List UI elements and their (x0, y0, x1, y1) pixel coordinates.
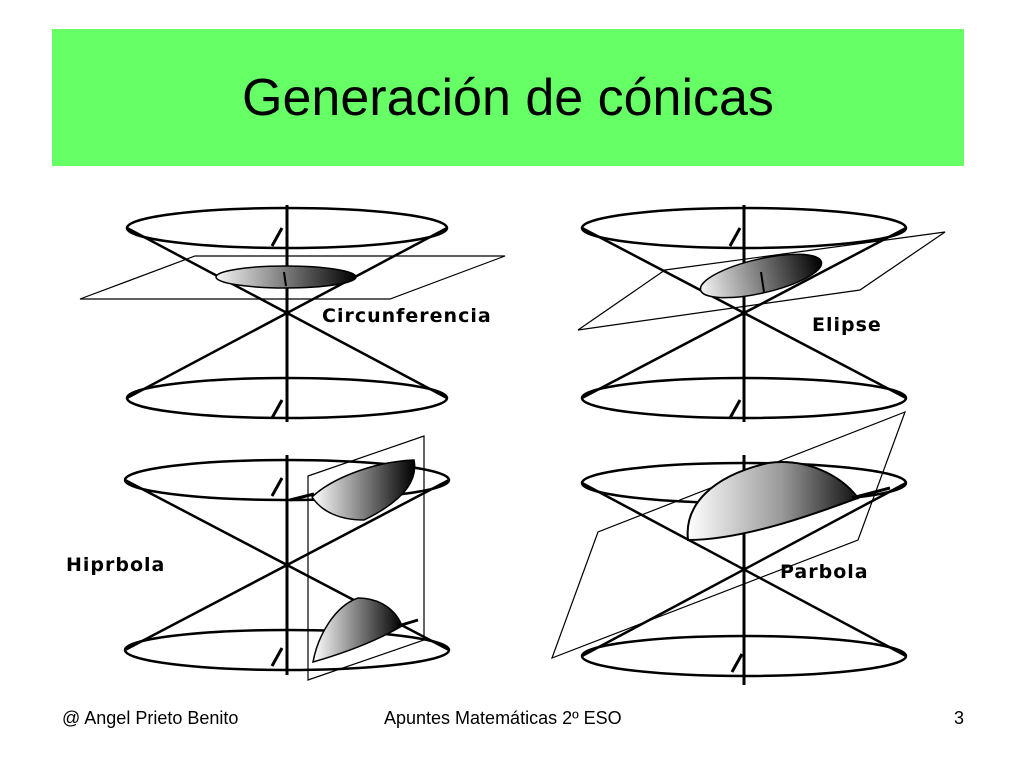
footer-author: @ Angel Prieto Benito (62, 708, 239, 728)
ellipse-cone (580, 205, 908, 422)
parabola-section (686, 461, 860, 542)
circle-cutting-plane (79, 255, 506, 300)
hyperbola-upper-branch (311, 459, 416, 521)
hyperbola-cone (123, 455, 451, 675)
hyperbola-label: Hiprbola (66, 554, 165, 576)
footer-course: Apuntes Matemáticas 2º ESO (384, 708, 622, 728)
hyperbola-cutting-plane (307, 435, 425, 681)
page-title: Generación de cónicas (242, 68, 774, 127)
parabola-cutting-plane (550, 410, 907, 660)
circle-section (215, 265, 357, 289)
circle-label: Circunferencia (322, 305, 492, 327)
hyperbola-lower-branch (312, 597, 403, 664)
parabola-label: Parbola (780, 561, 869, 583)
ellipse-cutting-plane (577, 231, 946, 331)
title-bar: Generación de cónicas (52, 29, 964, 166)
page-number: 3 (953, 708, 964, 728)
ellipse-label: Elipse (812, 314, 882, 336)
